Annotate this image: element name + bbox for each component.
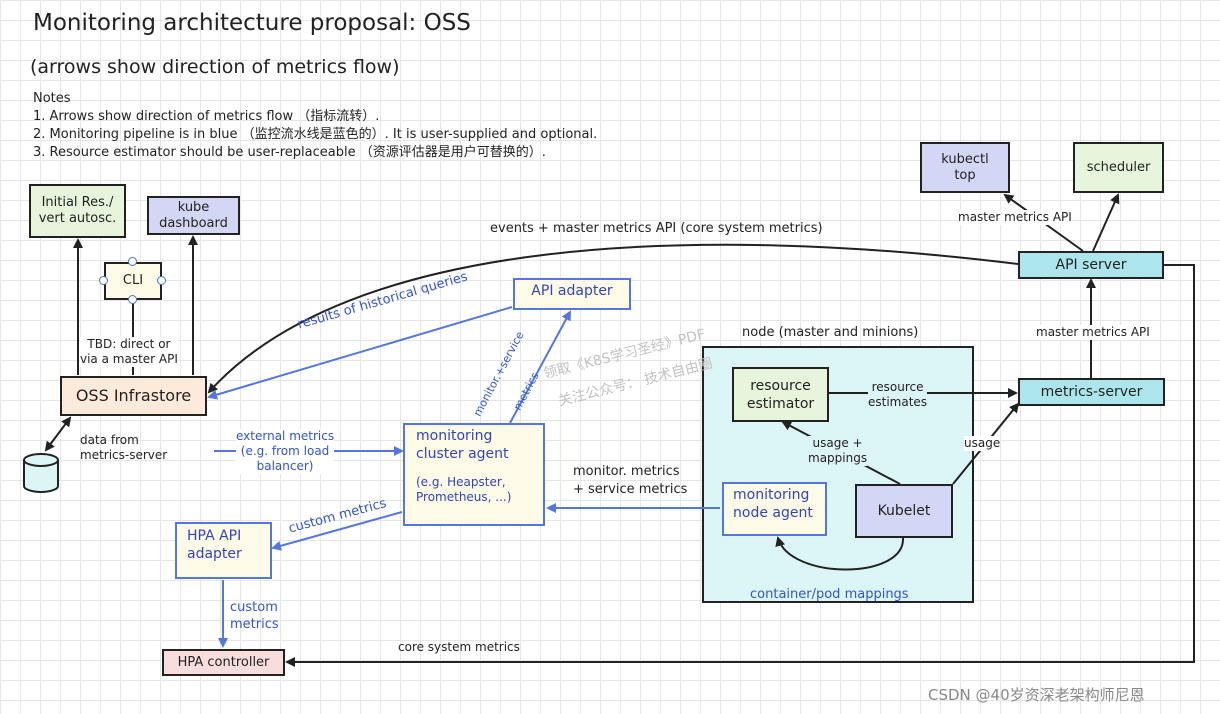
master-metrics-api-top-label: master metrics API xyxy=(958,210,1072,225)
notes-heading: Notes xyxy=(33,91,71,106)
resource-estimates-label: resource estimates xyxy=(868,380,928,410)
monitor-metrics-label: monitor. metrics + service metrics xyxy=(573,464,688,497)
metrics-server-box[interactable]: metrics-server xyxy=(1018,378,1165,406)
master-metrics-api-mid-label: master metrics API xyxy=(1036,325,1150,340)
api-adapter-box[interactable]: API adapter xyxy=(513,278,631,310)
external-metrics-label: external metrics (e.g. from load balance… xyxy=(236,429,335,474)
edge-apiserver-scheduler xyxy=(1092,193,1120,252)
edge-apiserver-hpacontroller xyxy=(285,264,1195,667)
usage-label: usage xyxy=(964,436,1001,451)
tbd-label: TBD: direct or via a master API xyxy=(80,337,178,367)
api-server-box[interactable]: API server xyxy=(1018,251,1164,279)
note-line: 1. Arrows show direction of metrics flow… xyxy=(33,109,380,124)
usage-mappings-label: usage + mappings xyxy=(808,436,868,466)
page-subtitle: (arrows show direction of metrics flow) xyxy=(30,56,400,78)
edge-db-infrastore xyxy=(44,416,72,452)
note-line: 3. Resource estimator should be user-rep… xyxy=(33,145,546,160)
note-line: 2. Monitoring pipeline is in blue （监控流水线… xyxy=(33,127,598,142)
edge-apiadapter-infrastore xyxy=(207,306,513,400)
page-title: Monitoring architecture proposal: OSS xyxy=(33,10,471,36)
edge-kubelet-nodeagent xyxy=(775,536,905,571)
initial-res-vert-autosc-box[interactable]: Initial Res./vert autosc. xyxy=(29,184,126,238)
container-pod-mappings-label: container/pod mappings xyxy=(750,587,909,602)
selection-handle xyxy=(157,276,166,285)
cluster-agent-examples: (e.g. Heapster, Prometheus, ...) xyxy=(416,475,512,504)
events-master-label: events + master metrics API (core system… xyxy=(490,221,823,236)
database-icon xyxy=(23,453,59,493)
data-from-label: data from metrics-server xyxy=(80,433,168,462)
custom-metrics-vert-label: custom metrics xyxy=(230,600,279,632)
oss-infrastore-box[interactable]: OSS Infrastore xyxy=(60,376,207,416)
scheduler-box[interactable]: scheduler xyxy=(1073,142,1164,193)
edge-clusteragent-hpaadapter xyxy=(271,511,403,551)
kubelet-box[interactable]: Kubelet xyxy=(855,484,953,538)
monitoring-node-agent-box[interactable]: monitoring node agent xyxy=(722,482,827,536)
selection-handle xyxy=(128,257,137,266)
edge-apiserver-infrastore xyxy=(207,243,1019,394)
selection-handle xyxy=(99,276,108,285)
hpa-api-adapter-box[interactable]: HPA API adapter xyxy=(175,522,272,579)
monitoring-cluster-agent-box[interactable]: monitoring cluster agent (e.g. Heapster,… xyxy=(403,423,545,526)
hpa-controller-box[interactable]: HPA controller xyxy=(162,649,285,676)
selection-handle xyxy=(128,295,137,304)
edge-clusteragent-apiadapter xyxy=(509,310,571,424)
node-container-label: node (master and minions) xyxy=(742,325,919,340)
notes: Notes 1. Arrows show direction of metric… xyxy=(33,90,597,162)
core-system-metrics-label: core system metrics xyxy=(398,640,520,654)
footer-credit: CSDN @40岁资深老架构师尼恩 xyxy=(928,686,1145,704)
